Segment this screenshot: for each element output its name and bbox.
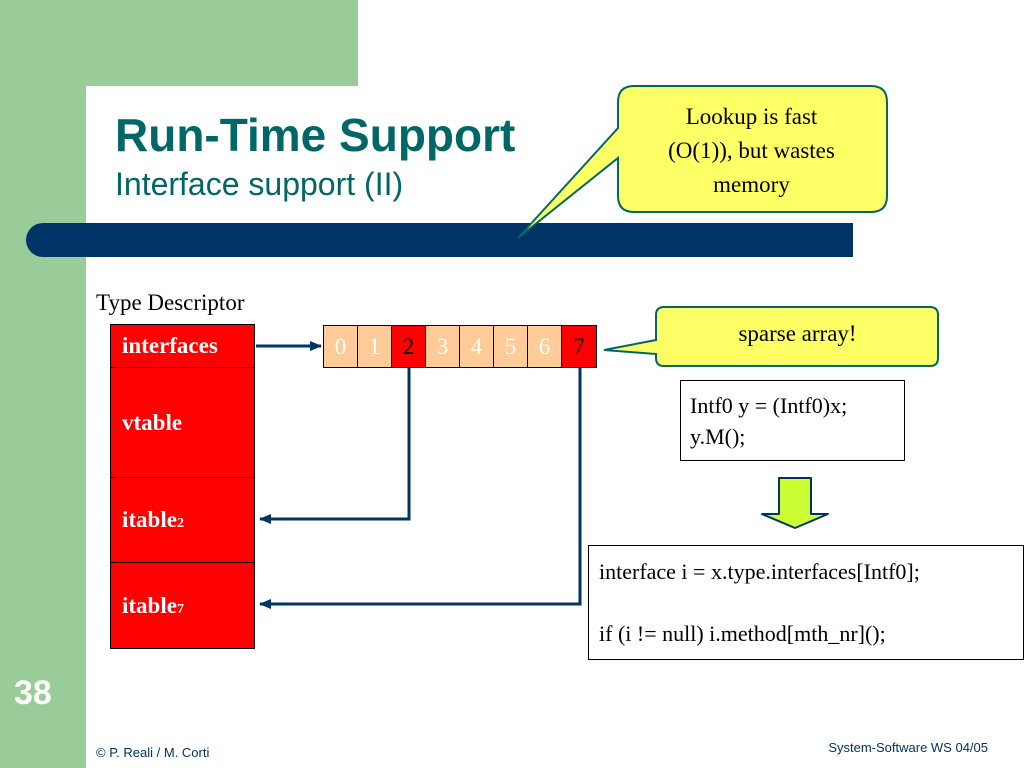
green-background-left: [0, 0, 86, 768]
descriptor-field-interfaces: interfaces: [110, 324, 255, 368]
array-cell: 7: [562, 326, 596, 367]
content-corner: [86, 86, 236, 236]
code-line: Intf0 y = (Intf0)x;: [690, 393, 848, 418]
descriptor-field-vtable: vtable: [110, 367, 255, 478]
code-line: interface i = x.type.interfaces[Intf0];: [599, 559, 920, 584]
callout-lookup-bubble: [517, 85, 888, 239]
footer-course: System-Software WS 04/05: [828, 740, 988, 755]
field-label: interfaces: [122, 333, 218, 358]
slot2-to-itable2-arrow: [259, 366, 411, 524]
callout-lookup-line: Lookup is fast: [685, 104, 818, 129]
slide-number: 38: [14, 674, 52, 712]
field-subscript: 2: [176, 516, 184, 531]
source-code-box: Intf0 y = (Intf0)x; y.M();: [680, 380, 905, 461]
field-label: itable: [122, 592, 177, 618]
array-cell: 3: [426, 326, 460, 367]
callout-lookup-text: Lookup is fast (O(1)), but wastes memory: [620, 100, 883, 202]
code-line: y.M();: [690, 424, 746, 449]
callout-sparse-bubble: [603, 306, 939, 367]
code-line: [599, 587, 1013, 618]
array-cell: 5: [494, 326, 528, 367]
type-descriptor-label: Type Descriptor: [96, 290, 245, 315]
field-label: vtable: [122, 409, 183, 435]
compiles-to-down-arrow: [761, 477, 829, 529]
field-subscript: 7: [176, 601, 184, 617]
slot7-to-itable7-arrow: [259, 366, 582, 609]
array-cell: 2: [392, 326, 426, 367]
array-cell: 1: [358, 326, 392, 367]
footer-copyright: © P. Reali / M. Corti: [96, 745, 210, 760]
callout-lookup-line: (O(1)), but wastes: [668, 138, 835, 163]
callout-lookup-line: memory: [713, 172, 790, 197]
title-rule-bar: [26, 223, 853, 257]
code-line: if (i != null) i.method[mth_nr]();: [599, 621, 886, 646]
array-cell: 0: [324, 326, 358, 367]
array-cell: 6: [528, 326, 562, 367]
slide-subtitle: Interface support (II): [115, 166, 404, 202]
compiled-code-box: interface i = x.type.interfaces[Intf0]; …: [588, 545, 1024, 660]
slide-title: Run-Time Support: [115, 109, 516, 161]
field-label: itable: [122, 507, 177, 532]
array-cell: 4: [460, 326, 494, 367]
interfaces-sparse-array: 0 1 2 3 4 5 6 7: [323, 325, 597, 368]
callout-sparse-text: sparse array!: [738, 321, 857, 346]
